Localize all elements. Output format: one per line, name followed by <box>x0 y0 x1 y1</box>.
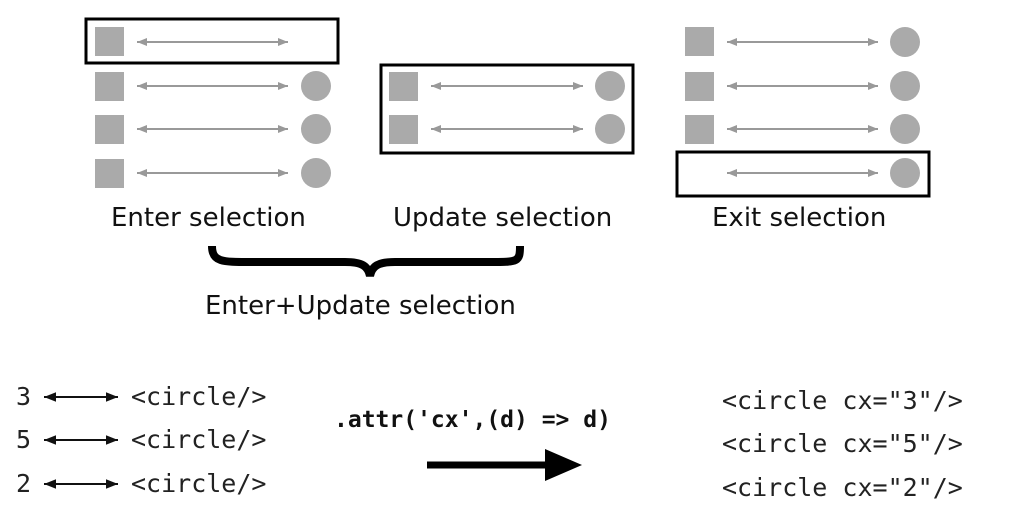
enter-highlight-box <box>84 17 340 65</box>
exit-circle <box>890 158 920 188</box>
data-value: 3 <box>16 382 32 411</box>
exit-circle <box>890 27 920 57</box>
enter-update-selection-label: Enter+Update selection <box>205 291 516 321</box>
update-highlight-box <box>379 63 635 155</box>
exit-circle <box>890 71 920 101</box>
enter-group <box>84 17 340 188</box>
update-square <box>95 159 124 188</box>
circle-element-with-cx: <circle cx="3"/> <box>722 386 963 415</box>
exit-group <box>675 27 931 198</box>
update-square <box>389 115 418 144</box>
update-circle <box>301 114 331 144</box>
update-square <box>389 72 418 101</box>
update-circle <box>301 158 331 188</box>
circle-element-with-cx: <circle cx="5"/> <box>722 429 963 458</box>
update-group <box>379 63 635 155</box>
update-square <box>95 115 124 144</box>
exit-circle <box>890 114 920 144</box>
exit-square <box>685 72 714 101</box>
enter-selection-label: Enter selection <box>111 203 306 233</box>
circle-element: <circle/> <box>131 382 267 411</box>
attr-method-call: .attr('cx',(d) => d) <box>334 407 611 433</box>
curly-brace <box>208 245 524 278</box>
circle-element: <circle/> <box>131 425 267 454</box>
exit-square <box>685 27 714 56</box>
data-value: 2 <box>16 469 32 498</box>
update-selection-label: Update selection <box>393 203 613 233</box>
update-circle <box>595 114 625 144</box>
enter-square <box>95 27 124 56</box>
exit-square <box>685 115 714 144</box>
transform-arrow-head <box>545 449 582 481</box>
exit-selection-label: Exit selection <box>712 203 887 233</box>
update-square <box>95 72 124 101</box>
circle-element-with-cx: <circle cx="2"/> <box>722 473 963 502</box>
exit-highlight-box <box>675 150 931 198</box>
update-circle <box>595 71 625 101</box>
data-value: 5 <box>16 425 32 454</box>
update-circle <box>301 71 331 101</box>
circle-element: <circle/> <box>131 469 267 498</box>
